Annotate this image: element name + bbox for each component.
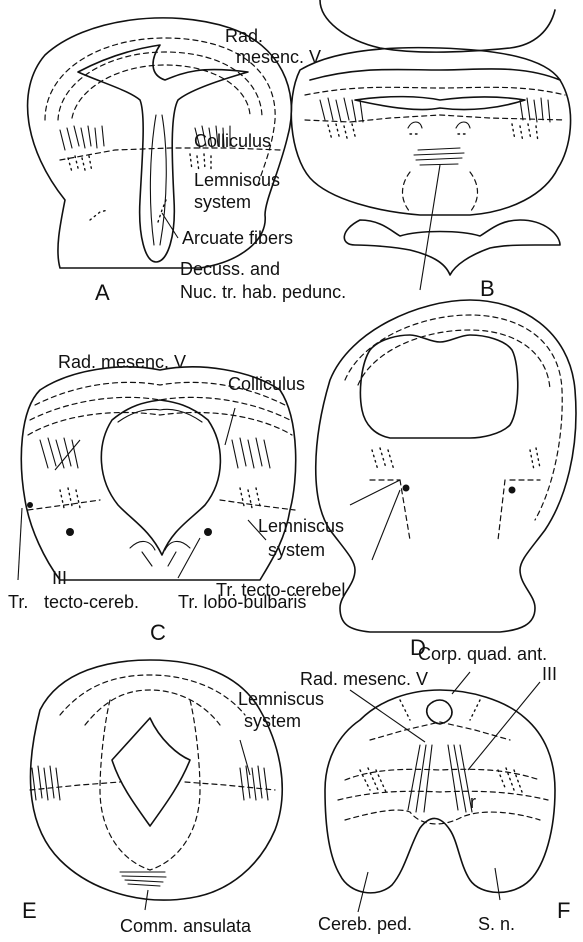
label-cereb-ped: Cereb. ped. [318,914,412,934]
label-tr-c: Tr. [8,592,28,612]
label-r: r [470,792,476,812]
label-rad-mesenc-v-f: Rad. mesenc. V [300,669,428,689]
label-colliculus-c: Colliculus [228,374,305,394]
colliculus-fibers-c [40,438,270,468]
panel-b [291,0,570,290]
label-lemniscus-c: Lemniscus [258,516,344,536]
lemniscus-stipple-f [360,768,522,792]
lemniscus-stipple-d [372,448,540,494]
label-corp-quad-ant: Corp. quad. ant. [418,644,547,664]
label-decuss-and: Decuss. and [180,259,280,279]
label-rad-mesenc-v-c: Rad. mesenc. V [58,352,186,372]
label-lemniscus-e: Lemniscus [238,689,324,709]
panel-d [316,300,576,632]
label-iii-f: III [542,664,557,684]
label-mesenc-v: mesenc. V [236,47,321,67]
label-tecto-cereb: tecto-cereb. [44,592,139,612]
label-comm-ansulata: Comm. ansulata [120,916,252,936]
label-lemniscus-a: Lemniscus [194,170,280,190]
panel-c [18,367,296,580]
label-rad: Rad. [225,26,263,46]
label-nuc-tr-hab: Nuc. tr. hab. pedunc. [180,282,346,302]
decussation-b [408,122,470,165]
panel-letter-f: F [557,898,570,923]
label-tr-tecto-cerebel: Tr. tecto-cerebel [216,580,345,600]
panel-f [325,672,555,912]
panel-letter-c: C [150,620,166,645]
iii-nerve-fibers [408,745,472,812]
label-iii-c: III [52,568,67,588]
comm-ansulata-fibers [120,872,166,886]
label-system-c: system [268,540,325,560]
label-s-n: S. n. [478,914,515,934]
panel-letter-b: B [480,276,495,301]
lemniscus-stipple-b [328,124,538,142]
label-colliculus-a: Colliculus [194,131,271,151]
lemniscus-fibers-e [32,766,268,800]
panel-letter-a: A [95,280,110,305]
colliculus-fibers-left [60,126,104,150]
label-system-e: system [244,711,301,731]
label-system-a: system [194,192,251,212]
panel-letter-e: E [22,898,37,923]
label-arcuate-fibers: Arcuate fibers [182,228,293,248]
lemniscus-stipple-a [68,154,211,174]
